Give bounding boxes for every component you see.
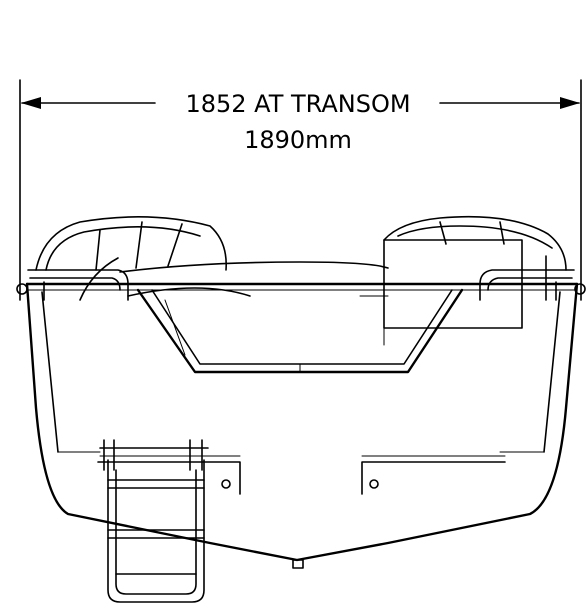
bracket-left-bolt — [221, 479, 231, 489]
grab-rail-right-inner — [487, 277, 573, 291]
overall-width-dimension: 1852 AT TRANSOM 1890mm — [19, 79, 582, 301]
rail-right-stanchion-1 — [439, 221, 447, 245]
cleat-left — [16, 283, 28, 295]
dimension-arrow-right — [560, 97, 580, 109]
grab-rail-left-inner — [29, 277, 121, 291]
ladder-outer-frame — [107, 459, 205, 603]
seat-back-top — [119, 261, 389, 273]
bracket-right-plate — [361, 461, 506, 495]
hull — [25, 282, 579, 569]
rail-left-outer — [35, 216, 227, 271]
rail-left-stanchion-1 — [95, 229, 101, 271]
cutout-outline — [136, 288, 464, 374]
keel-skeg — [292, 559, 304, 569]
cleat-right — [574, 283, 586, 295]
seat-wing-left — [79, 257, 119, 301]
transom-cutout — [119, 261, 464, 374]
grab-rail-right — [479, 269, 575, 301]
rail-right-stanchion-2 — [499, 221, 505, 245]
bracket-left-plate — [97, 461, 241, 495]
bracket-left — [97, 455, 241, 495]
rail-right — [383, 215, 586, 301]
bracket-right — [361, 455, 506, 495]
cutout-inner-outline — [151, 289, 453, 365]
dimension-label-transom: 1852 AT TRANSOM — [185, 90, 410, 118]
rail-left — [16, 216, 227, 301]
ladder-inner-frame — [115, 469, 197, 595]
interior-line-left — [164, 299, 186, 356]
chine-line-right — [543, 291, 561, 453]
grab-rail-left — [27, 269, 129, 301]
chine-line-left — [41, 291, 59, 453]
seat-contour-left — [127, 287, 251, 297]
rail-left-stanchion-3 — [167, 223, 183, 267]
hull-outline — [25, 282, 579, 562]
rail-left-stanchion-2 — [135, 221, 143, 269]
rail-left-inner — [45, 226, 201, 271]
dimension-arrow-left — [21, 97, 41, 109]
dimension-label-mm: 1890mm — [244, 126, 352, 154]
console-box — [383, 239, 523, 346]
boarding-ladder — [99, 439, 209, 603]
rail-right-outer — [383, 215, 567, 271]
rail-right-inner — [397, 225, 553, 249]
console-outline — [383, 239, 523, 329]
bracket-right-bolt — [369, 479, 379, 489]
